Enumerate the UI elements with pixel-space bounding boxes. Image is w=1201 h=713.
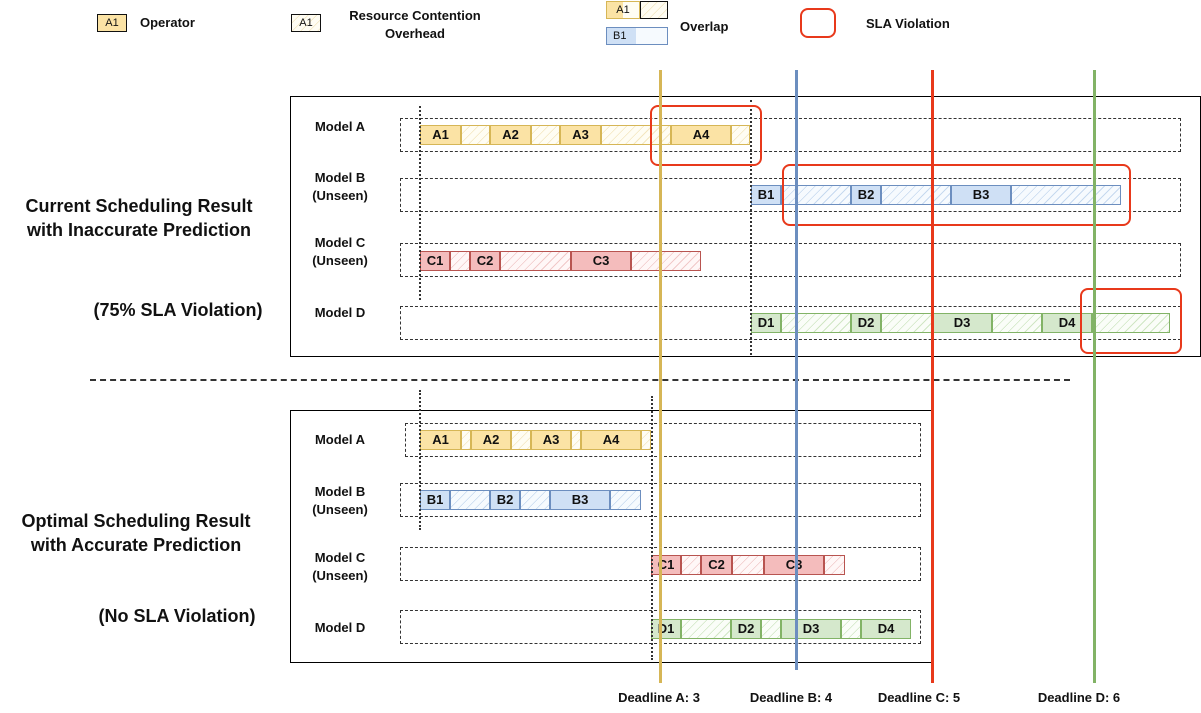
bottom-section-subtitle: (No SLA Violation) [98, 606, 256, 626]
block: D3 [781, 619, 841, 639]
deadline-d-label: Deadline D: 6 [1037, 690, 1121, 705]
top-lane-c [400, 243, 1181, 277]
bottom-model-c-label: Model C (Unseen) [312, 550, 368, 583]
block: A2 [490, 125, 531, 145]
overhead-block [631, 251, 701, 271]
top-section-subtitle: (75% SLA Violation) [93, 300, 263, 320]
block: A4 [581, 430, 641, 450]
deadline-c-line [931, 70, 934, 683]
block: D3 [932, 313, 992, 333]
block: D1 [751, 313, 781, 333]
sla-violation-box-b [782, 164, 1131, 226]
block: A3 [560, 125, 601, 145]
dotted-marker [419, 106, 421, 300]
overhead-block [641, 430, 651, 450]
overhead-block [511, 430, 531, 450]
block: D4 [861, 619, 911, 639]
top-model-d-label: Model D [314, 305, 366, 320]
overhead-block [610, 490, 641, 510]
legend-overlap-swatch-a: A1 [606, 1, 640, 19]
section-separator [90, 379, 1070, 381]
dotted-marker [651, 396, 653, 660]
block: C3 [764, 555, 824, 575]
overhead-block [781, 313, 851, 333]
block: C2 [470, 251, 500, 271]
overhead-block [731, 125, 750, 145]
block: A1 [420, 125, 461, 145]
block: D4 [1042, 313, 1092, 333]
block: A1 [420, 430, 461, 450]
block: D2 [731, 619, 761, 639]
overhead-block [450, 490, 490, 510]
legend-operator-swatch: A1 [97, 14, 127, 32]
legend-sla-swatch [800, 8, 836, 38]
overhead-block [732, 555, 764, 575]
top-model-c-label: Model C (Unseen) [312, 235, 368, 268]
block: B1 [420, 490, 450, 510]
sla-violation-box-d [1080, 288, 1182, 354]
block: A3 [531, 430, 571, 450]
block: C3 [571, 251, 631, 271]
deadline-b-label: Deadline B: 4 [749, 690, 833, 705]
block: A2 [471, 430, 511, 450]
deadline-a-label: Deadline A: 3 [618, 690, 700, 705]
block: C1 [420, 251, 450, 271]
overhead-block [601, 125, 671, 145]
legend-overlap-label: Overlap [680, 19, 729, 34]
overhead-block [531, 125, 560, 145]
block: D1 [651, 619, 681, 639]
overhead-block [520, 490, 550, 510]
overhead-block [571, 430, 581, 450]
overhead-block [500, 251, 571, 271]
block: B1 [751, 185, 781, 205]
top-lane-b [400, 178, 1181, 212]
overhead-block [841, 619, 861, 639]
top-model-b-label: Model B (Unseen) [312, 170, 368, 203]
sla-violation-box-a [650, 105, 762, 166]
top-lane-a [400, 118, 1181, 152]
overhead-block [881, 313, 932, 333]
overhead-block [761, 619, 781, 639]
block: C1 [651, 555, 681, 575]
overhead-block [824, 555, 845, 575]
overhead-block [1092, 313, 1170, 333]
bottom-model-b-label: Model B (Unseen) [312, 484, 368, 517]
overhead-block [681, 619, 731, 639]
legend-overhead-label: Resource Contention Overhead [349, 8, 481, 41]
dotted-marker [419, 390, 421, 530]
bottom-lane-a [405, 423, 921, 457]
deadline-c-label: Deadline C: 5 [877, 690, 961, 705]
overhead-block [461, 125, 490, 145]
block: B3 [951, 185, 1011, 205]
block: C2 [701, 555, 732, 575]
block: D2 [851, 313, 881, 333]
deadline-a-line [659, 70, 662, 683]
legend-overlap-swatch-a-tail [640, 1, 668, 19]
overhead-block [450, 251, 470, 271]
legend-overhead-swatch: A1 [291, 14, 321, 32]
deadline-b-line [795, 70, 798, 670]
top-section-title: Current Scheduling Result with Inaccurat… [25, 196, 253, 240]
legend-overlap-swatch-b: B1 [606, 27, 668, 45]
top-model-a-label: Model A [314, 119, 366, 134]
legend-operator-label: Operator [140, 15, 195, 30]
block: B2 [490, 490, 520, 510]
bottom-section-title: Optimal Scheduling Result with Accurate … [21, 511, 251, 555]
overhead-block [992, 313, 1042, 333]
overhead-block [461, 430, 471, 450]
block: B3 [550, 490, 610, 510]
bottom-model-d-label: Model D [314, 620, 366, 635]
bottom-model-a-label: Model A [314, 432, 366, 447]
deadline-d-line [1093, 70, 1096, 683]
block: B2 [851, 185, 881, 205]
block: A4 [671, 125, 731, 145]
legend-sla-label: SLA Violation [866, 16, 950, 31]
overhead-block [781, 185, 851, 205]
dotted-marker [750, 100, 752, 355]
overhead-block [681, 555, 701, 575]
